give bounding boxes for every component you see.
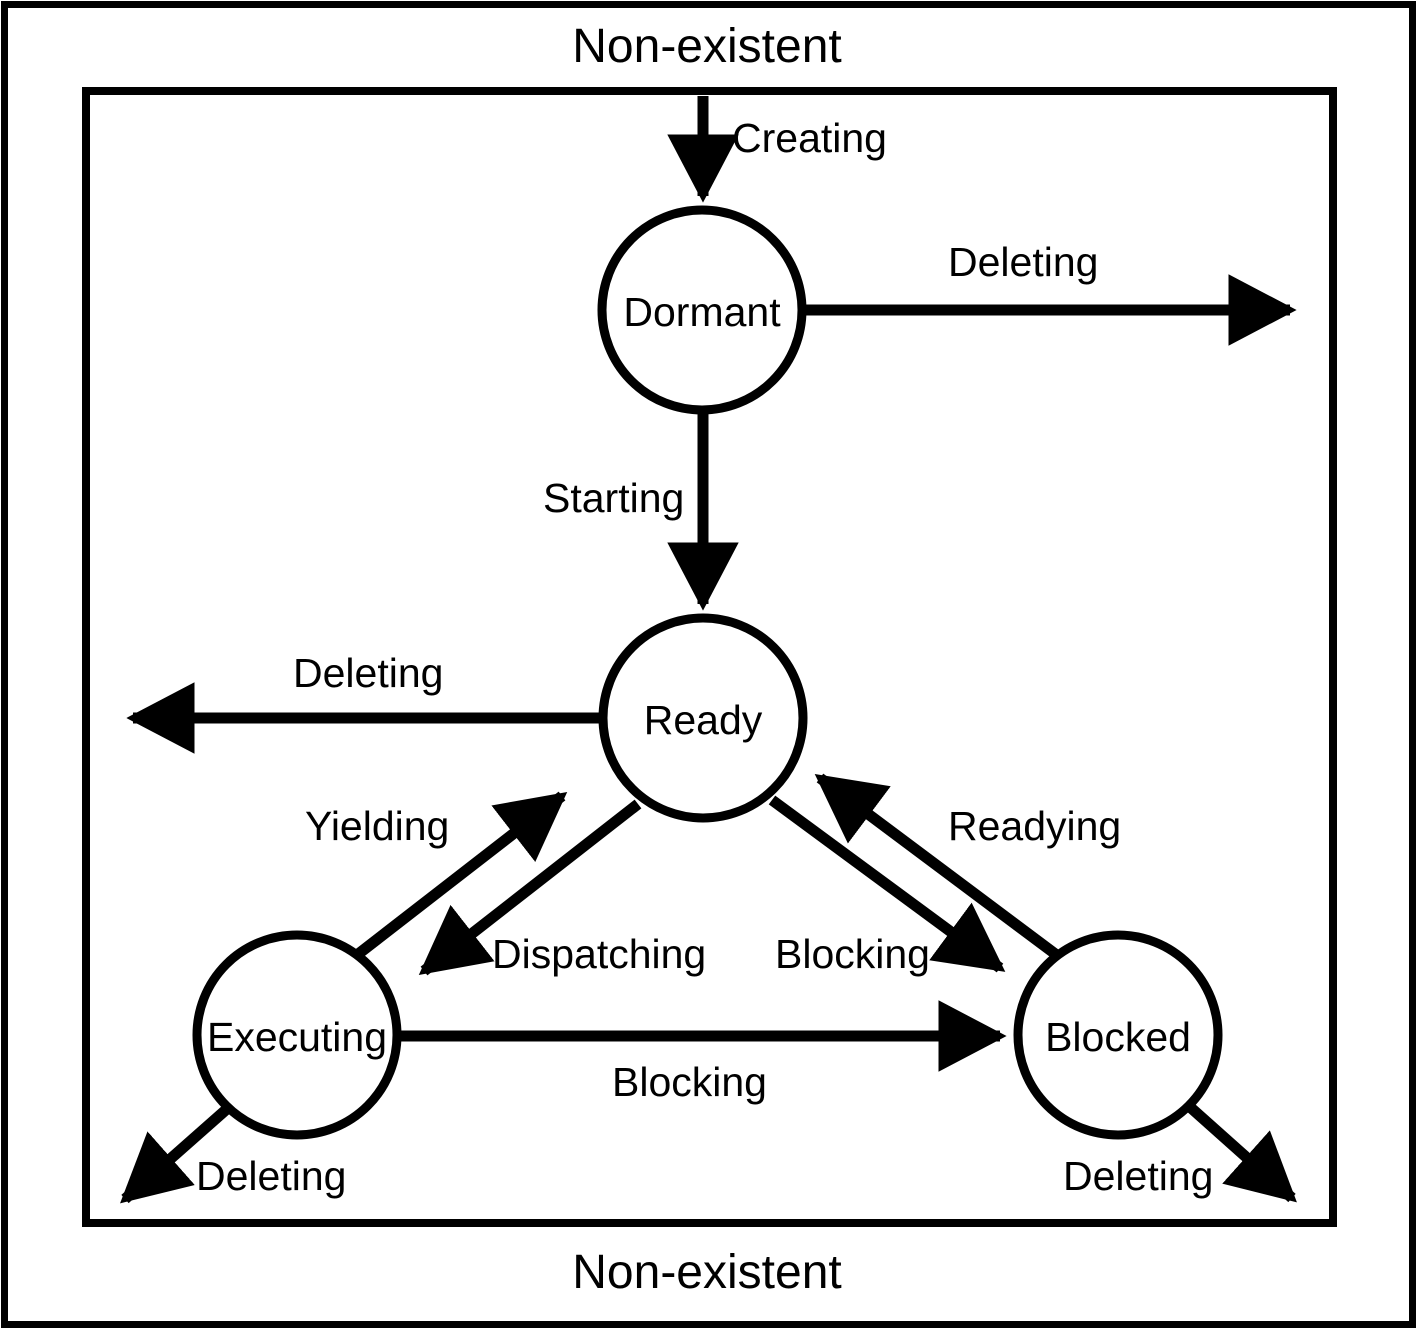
region-label-bottom: Non-existent <box>572 1246 841 1299</box>
state-circle-blocked[interactable] <box>1013 930 1223 1140</box>
edge-deleting-executing <box>120 1103 232 1204</box>
edge-label-yielding: Yielding <box>305 803 449 849</box>
state-node-executing[interactable]: Executing <box>192 930 402 1140</box>
edge-label-starting: Starting <box>543 475 684 521</box>
edge-label-deleting-dormant: Deleting <box>948 239 1098 285</box>
state-label-dormant: Dormant <box>623 289 781 335</box>
edge-label-dispatching: Dispatching <box>492 931 706 977</box>
state-node-dormant[interactable]: Dormant <box>597 205 807 415</box>
state-label-executing: Executing <box>207 1014 387 1060</box>
state-label-blocked: Blocked <box>1045 1014 1191 1060</box>
state-node-ready[interactable]: Ready <box>598 613 808 823</box>
state-circle-executing[interactable] <box>192 930 402 1140</box>
state-circle-dormant[interactable] <box>597 205 807 415</box>
edge-label-blocking-ready: Blocking <box>775 931 930 977</box>
edge-label-blocking-executing: Blocking <box>612 1059 767 1105</box>
edge-readying <box>814 773 1066 964</box>
state-label-ready: Ready <box>644 697 763 743</box>
edge-label-creating: Creating <box>732 115 887 161</box>
state-circle-ready[interactable] <box>598 613 808 823</box>
region-label-top: Non-existent <box>572 20 841 73</box>
inner-frame <box>82 87 1337 1227</box>
edge-deleting-blocked <box>1186 1102 1297 1203</box>
edge-label-deleting-executing: Deleting <box>196 1153 346 1199</box>
edge-dispatching <box>418 799 642 976</box>
edge-yielding <box>353 791 568 960</box>
edge-blocking-ready <box>768 795 1006 973</box>
edge-label-deleting-blocked: Deleting <box>1063 1153 1213 1199</box>
state-node-blocked[interactable]: Blocked <box>1013 930 1223 1140</box>
edge-label-deleting-ready: Deleting <box>293 650 443 696</box>
edge-label-readying: Readying <box>948 803 1121 849</box>
